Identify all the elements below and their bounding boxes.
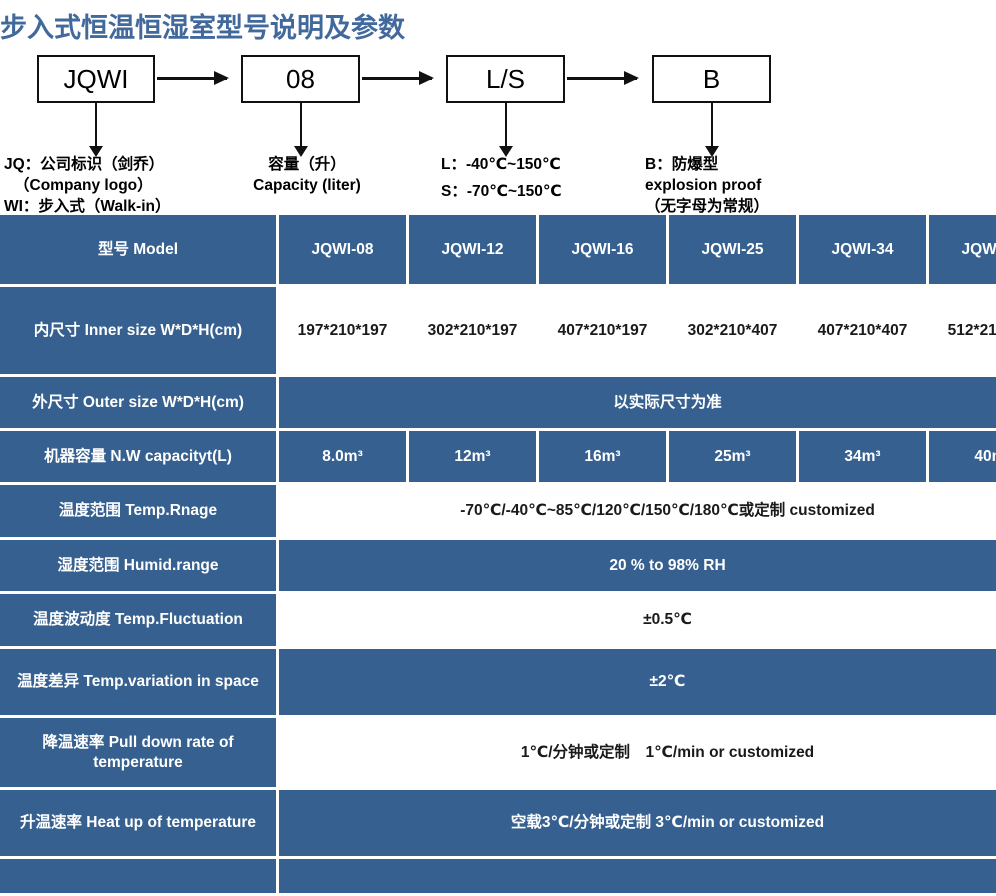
legend-temp-range-line-2: S：-70℃~150℃ bbox=[441, 183, 562, 200]
row-cut-off-label bbox=[0, 859, 279, 896]
row-pull-down-rate-value: 1℃/分钟或定制 1℃/min or customized bbox=[279, 718, 996, 790]
table-header-col-1: JQWI-08 bbox=[279, 215, 409, 287]
row-temp-fluctuation-label: 温度波动度 Temp.Fluctuation bbox=[0, 594, 279, 649]
row-inner-size-value-6: 512*210*407 bbox=[929, 287, 996, 377]
row-cut-off bbox=[0, 859, 996, 896]
row-inner-size-label: 内尺寸 Inner size W*D*H(cm) bbox=[0, 287, 279, 377]
diagram-box-explosion-proof-code: B bbox=[652, 55, 771, 103]
diagram-box-temp-range-code-label: L/S bbox=[485, 63, 526, 94]
arrow-down-icon-2 bbox=[294, 103, 308, 157]
row-outer-size-label: 外尺寸 Outer size W*D*H(cm) bbox=[0, 377, 279, 431]
row-nw-capacity-value-5: 34m³ bbox=[799, 431, 929, 485]
legend-explosion-proof: B：防爆型 explosion proof （无字母为常规） bbox=[645, 154, 769, 217]
arrow-down-icon-1 bbox=[89, 103, 103, 157]
row-inner-size-value-1: 197*210*197 bbox=[279, 287, 409, 377]
row-pull-down-rate-label: 降温速率 Pull down rate of temperature bbox=[0, 718, 279, 790]
arrow-down-icon-3 bbox=[499, 103, 513, 157]
diagram-box-capacity-label: 08 bbox=[286, 63, 315, 94]
arrow-right-icon-1 bbox=[157, 71, 229, 85]
table-header-col-6: JQWI-40 bbox=[929, 215, 996, 287]
table-header-model-label: 型号 Model bbox=[0, 215, 279, 287]
legend-temp-range: L：-40℃~150℃ S：-70℃~150℃ bbox=[441, 154, 562, 202]
diagram-box-prefix: JQWI bbox=[37, 55, 155, 103]
row-nw-capacity-value-3: 16m³ bbox=[539, 431, 669, 485]
row-humid-range-label: 湿度范围 Humid.range bbox=[0, 540, 279, 594]
table-header-col-5: JQWI-34 bbox=[799, 215, 929, 287]
legend-explosion-proof-line-2: explosion proof bbox=[645, 177, 762, 194]
diagram-box-prefix-label: JQWI bbox=[63, 63, 129, 94]
row-inner-size-value-3: 407*210*197 bbox=[539, 287, 669, 377]
legend-explosion-proof-line-1: B：防爆型 bbox=[645, 156, 719, 173]
row-temp-range-value: -70℃/-40℃~85℃/120℃/150℃/180℃或定制 customiz… bbox=[279, 485, 996, 540]
row-temp-fluctuation-value: ±0.5℃ bbox=[279, 594, 996, 649]
legend-explosion-proof-line-3: （无字母为常规） bbox=[645, 198, 770, 215]
row-nw-capacity-value-4: 25m³ bbox=[669, 431, 799, 485]
arrow-down-icon-4 bbox=[705, 103, 719, 157]
row-temp-variation-label: 温度差异 Temp.variation in space bbox=[0, 649, 279, 718]
model-code-diagram: JQWI 08 L/S B JQ：公司标识（剑乔） （Company logo）… bbox=[0, 50, 996, 215]
diagram-box-temp-range-code: L/S bbox=[446, 55, 565, 103]
row-outer-size: 外尺寸 Outer size W*D*H(cm)以实际尺寸为准 bbox=[0, 377, 996, 431]
arrow-right-icon-2 bbox=[362, 71, 434, 85]
table-header-col-4: JQWI-25 bbox=[669, 215, 799, 287]
table-header-col-3: JQWI-16 bbox=[539, 215, 669, 287]
legend-capacity: 容量（升） Capacity (liter) bbox=[232, 154, 382, 196]
legend-prefix-line-1: JQ：公司标识（剑乔） bbox=[4, 156, 165, 173]
row-inner-size-value-2: 302*210*197 bbox=[409, 287, 539, 377]
row-nw-capacity-label: 机器容量 N.W capacityt(L) bbox=[0, 431, 279, 485]
row-heat-up-rate-label: 升温速率 Heat up of temperature bbox=[0, 790, 279, 859]
arrow-right-icon-3 bbox=[567, 71, 639, 85]
row-heat-up-rate-value: 空载3℃/分钟或定制 3℃/min or customized bbox=[279, 790, 996, 859]
legend-capacity-line-2: Capacity (liter) bbox=[253, 177, 361, 194]
row-temp-range-label: 温度范围 Temp.Rnage bbox=[0, 485, 279, 540]
legend-prefix-line-2: （Company logo） bbox=[14, 177, 153, 194]
row-nw-capacity-value-1: 8.0m³ bbox=[279, 431, 409, 485]
row-temp-fluctuation: 温度波动度 Temp.Fluctuation±0.5℃ bbox=[0, 594, 996, 649]
row-nw-capacity-value-2: 12m³ bbox=[409, 431, 539, 485]
legend-prefix: JQ：公司标识（剑乔） （Company logo） WI：步入式（Walk-i… bbox=[4, 154, 170, 217]
diagram-box-capacity: 08 bbox=[241, 55, 360, 103]
row-inner-size-value-5: 407*210*407 bbox=[799, 287, 929, 377]
row-outer-size-value: 以实际尺寸为准 bbox=[279, 377, 996, 431]
table-header-col-2: JQWI-12 bbox=[409, 215, 539, 287]
row-cut-off-value bbox=[279, 859, 996, 896]
legend-temp-range-line-1: L：-40℃~150℃ bbox=[441, 156, 561, 173]
legend-capacity-line-1: 容量（升） bbox=[268, 156, 346, 173]
row-inner-size-value-4: 302*210*407 bbox=[669, 287, 799, 377]
page-title: 步入式恒温恒湿室型号说明及参数 bbox=[0, 13, 405, 43]
row-humid-range-value: 20 % to 98% RH bbox=[279, 540, 996, 594]
diagram-box-explosion-proof-code-label: B bbox=[702, 63, 721, 94]
row-nw-capacity-value-6: 40m³ bbox=[929, 431, 996, 485]
row-temp-variation: 温度差异 Temp.variation in space±2℃ bbox=[0, 649, 996, 718]
legend-prefix-line-3: WI：步入式（Walk-in） bbox=[4, 198, 171, 215]
row-temp-variation-value: ±2℃ bbox=[279, 649, 996, 718]
row-temp-range: 温度范围 Temp.Rnage-70℃/-40℃~85℃/120℃/150℃/1… bbox=[0, 485, 996, 540]
